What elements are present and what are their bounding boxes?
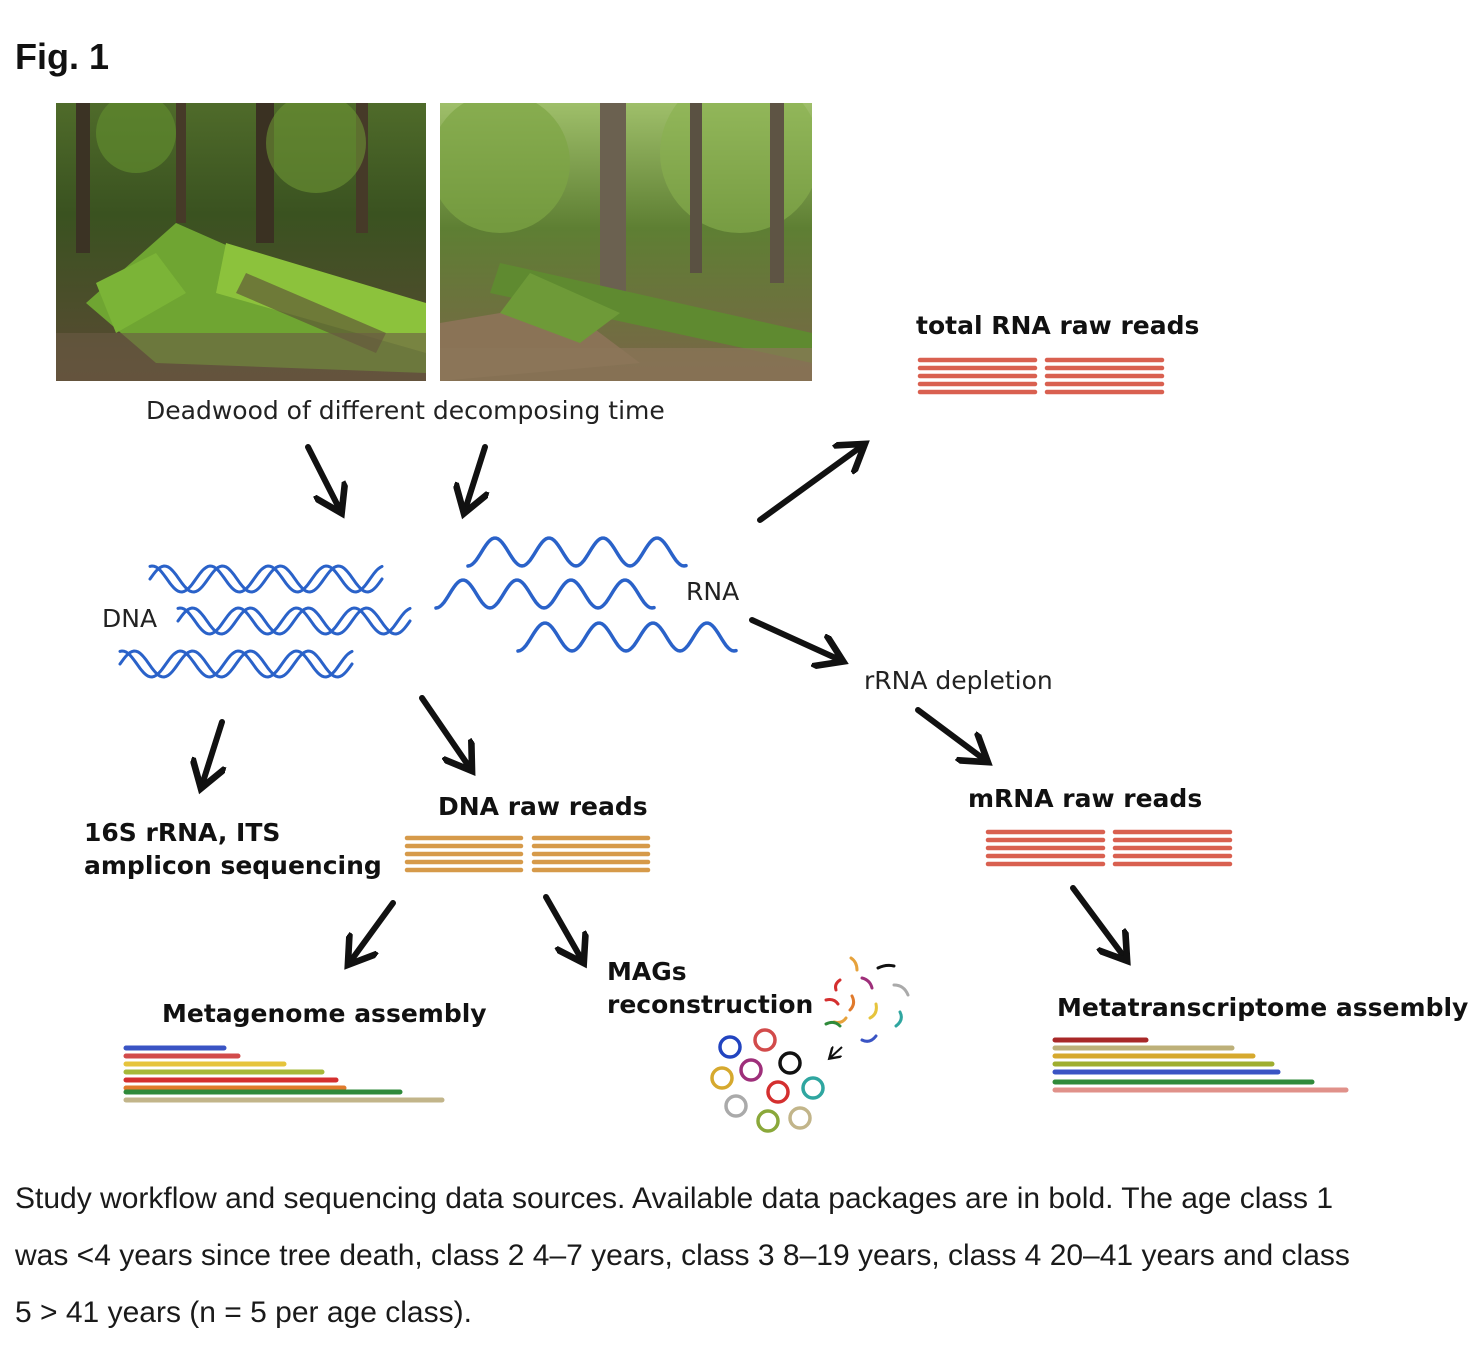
dna-strand [176, 606, 412, 636]
rrna-depletion-label: rRNA depletion [864, 666, 1053, 695]
arrow-rna-to-total-rna [757, 446, 862, 523]
dna-reads-icon [404, 835, 651, 873]
metagenome-assembly-icon [123, 1045, 445, 1103]
arrow-mrna-to-metatranscriptome [1070, 885, 1125, 958]
mags-label-line2: reconstruction [607, 990, 814, 1019]
arrow-dna-reads-to-mags [543, 894, 582, 960]
arrow-rna-to-rrna-depletion [749, 617, 840, 660]
total-rna-reads-icon [917, 357, 1165, 395]
figure-title: Fig. 1 [15, 36, 110, 77]
mrna-reads-icon [985, 829, 1233, 867]
figure-caption: Study workflow and sequencing data sourc… [15, 1170, 1465, 1341]
metagenome-assembly-label: Metagenome assembly [162, 999, 487, 1028]
dna-raw-reads-label: DNA raw reads [438, 792, 648, 821]
rna-strands [434, 536, 738, 653]
arrow-rrna-depletion-to-mrna [915, 707, 985, 760]
mag-circles-icon [710, 1028, 825, 1133]
dna-label: DNA [102, 604, 158, 633]
metatranscriptome-assembly-icon [1052, 1037, 1349, 1093]
dna-strand [118, 649, 354, 679]
caption-line-1: Study workflow and sequencing data sourc… [15, 1182, 1334, 1215]
arrow-dna-to-dna-reads [419, 695, 470, 768]
metatranscriptome-assembly-label: Metatranscriptome assembly [1057, 993, 1469, 1022]
amplicon-label-line1: 16S rRNA, ITS [84, 818, 281, 847]
dna-strand [148, 564, 384, 594]
caption-line-2: was <4 years since tree death, class 2 4… [15, 1239, 1350, 1272]
arrow-dna-reads-to-metagenome [350, 900, 396, 962]
dna-strands [118, 564, 412, 679]
mrna-raw-reads-label: mRNA raw reads [968, 784, 1203, 813]
arrow-dna-to-amplicon [202, 719, 222, 785]
arrow-photos-to-dna [305, 444, 340, 510]
genome-fragments-icon [824, 956, 910, 1043]
rna-strand [466, 536, 688, 568]
amplicon-label-line2: amplicon sequencing [84, 851, 382, 880]
rna-strand [434, 578, 656, 610]
rna-strand [516, 621, 738, 653]
mags-label-line1: MAGs [607, 957, 687, 986]
dna-strand [176, 606, 412, 636]
deadwood-photo-right [440, 103, 812, 381]
photo-caption: Deadwood of different decomposing time [146, 396, 665, 425]
arrow-photos-to-rna [465, 444, 485, 510]
total-rna-raw-reads-label: total RNA raw reads [916, 311, 1200, 340]
rna-label: RNA [686, 577, 740, 606]
arrow-fragments-to-circles [830, 1047, 843, 1058]
workflow-diagram [118, 357, 1349, 1133]
caption-line-3: 5 > 41 years (n = 5 per age class). [15, 1296, 472, 1329]
dna-strand [148, 564, 384, 594]
deadwood-photo-left [56, 103, 426, 381]
dna-strand [118, 649, 354, 679]
